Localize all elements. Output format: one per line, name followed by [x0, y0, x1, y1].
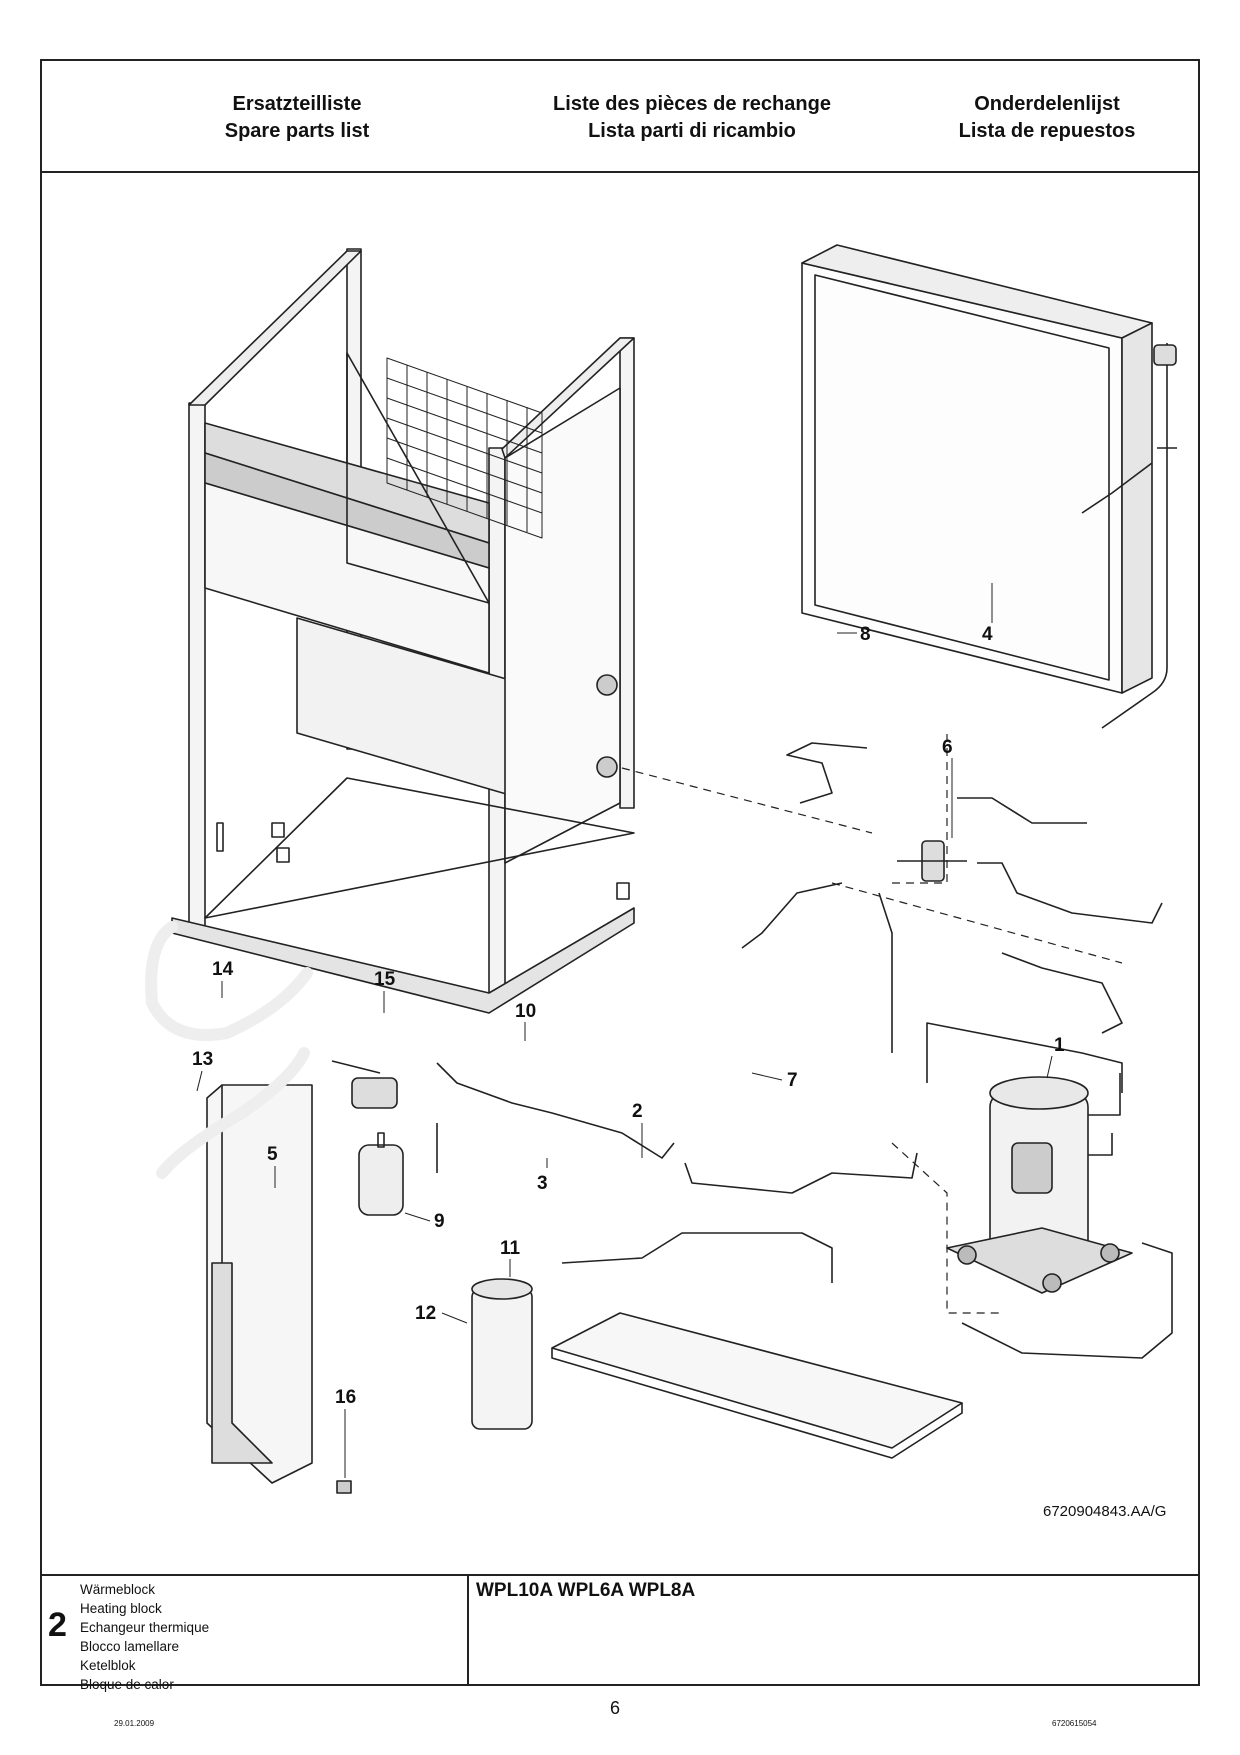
- part-label: 6: [942, 737, 953, 758]
- exploded-drawing: 1 2 3 4 5 6 7 8 9 10 11 12 13 14 15 16: [42, 173, 1198, 1575]
- name-nl: Ketelblok: [80, 1658, 136, 1673]
- name-de: Wärmeblock: [80, 1582, 156, 1597]
- part-label: 12: [415, 1303, 436, 1324]
- drawing-reference: 6720904843.AA/G: [1043, 1503, 1167, 1520]
- section-number: 2: [48, 1606, 67, 1644]
- title-en: Spare parts list: [224, 120, 370, 142]
- base-tray: [551, 1312, 963, 1459]
- name-en: Heating block: [80, 1601, 162, 1616]
- document-id: 6720615054: [1052, 1719, 1097, 1728]
- part-label: 8: [860, 624, 871, 645]
- model-list: WPL10A WPL6A WPL8A: [476, 1580, 696, 1601]
- name-fr: Echangeur thermique: [80, 1620, 210, 1635]
- page-frame: Ersatzteilliste Spare parts list Liste d…: [40, 59, 1200, 1692]
- part-label: 13: [192, 1049, 213, 1070]
- part-label: 15: [374, 969, 396, 990]
- collector-tank: [471, 1278, 533, 1430]
- part-label: 3: [537, 1173, 548, 1194]
- heat-exchanger: [206, 1084, 313, 1484]
- header-col-de-en: Ersatzteilliste Spare parts list: [132, 91, 462, 145]
- part-label: 1: [1054, 1035, 1065, 1056]
- title-es: Lista de repuestos: [958, 120, 1136, 142]
- evaporator: [801, 244, 1177, 729]
- water-hoses: [145, 921, 313, 1179]
- plug: [336, 1480, 352, 1494]
- part-label: 2: [632, 1101, 643, 1122]
- part-label: 7: [787, 1070, 798, 1091]
- filter-drier: [358, 1132, 404, 1216]
- print-date: 29.01.2009: [114, 1719, 155, 1728]
- footer-divider: [467, 1576, 469, 1686]
- title-nl: Onderdelenlijst: [974, 93, 1120, 115]
- part-labels: 1 2 3 4 5 6 7 8 9 10 11 12 13 14 15 16: [192, 624, 1065, 1408]
- part-label: 10: [515, 1001, 536, 1022]
- part-label: 16: [335, 1387, 356, 1408]
- compressor: [946, 1073, 1133, 1294]
- header-col-fr-it: Liste des pièces de rechange Lista parti…: [467, 91, 917, 145]
- exploded-view-illustration: 1 2 3 4 5 6 7 8 9 10 11 12 13 14 15 16: [145, 244, 1177, 1494]
- part-label: 11: [500, 1238, 521, 1259]
- title-de: Ersatzteilliste: [232, 93, 362, 115]
- footer: 2 Wärmeblock Heating block Echangeur the…: [42, 1574, 1198, 1692]
- refrigerant-pipes: [436, 742, 1173, 1359]
- leader-lines: [196, 583, 1053, 1478]
- title-it: Lista parti di ricambio: [588, 120, 796, 142]
- name-es: Bloque de calor: [80, 1677, 174, 1692]
- header: Ersatzteilliste Spare parts list Liste d…: [42, 61, 1198, 173]
- part-label: 9: [434, 1211, 445, 1232]
- housing-frame: [171, 248, 635, 1014]
- expansion-valve: [897, 840, 967, 882]
- part-label: 5: [267, 1144, 278, 1165]
- title-fr: Liste des pièces de rechange: [553, 93, 831, 115]
- header-col-nl-es: Onderdelenlijst Lista de repuestos: [897, 91, 1197, 145]
- section-names: Wärmeblock Heating block Echangeur therm…: [80, 1580, 209, 1694]
- part-label: 14: [212, 959, 234, 980]
- page-number: 6: [610, 1698, 621, 1718]
- assembly-lines: [621, 733, 1123, 1314]
- part-label: 4: [982, 624, 993, 645]
- ball-valve: [331, 1060, 398, 1109]
- name-it: Blocco lamellare: [80, 1639, 180, 1654]
